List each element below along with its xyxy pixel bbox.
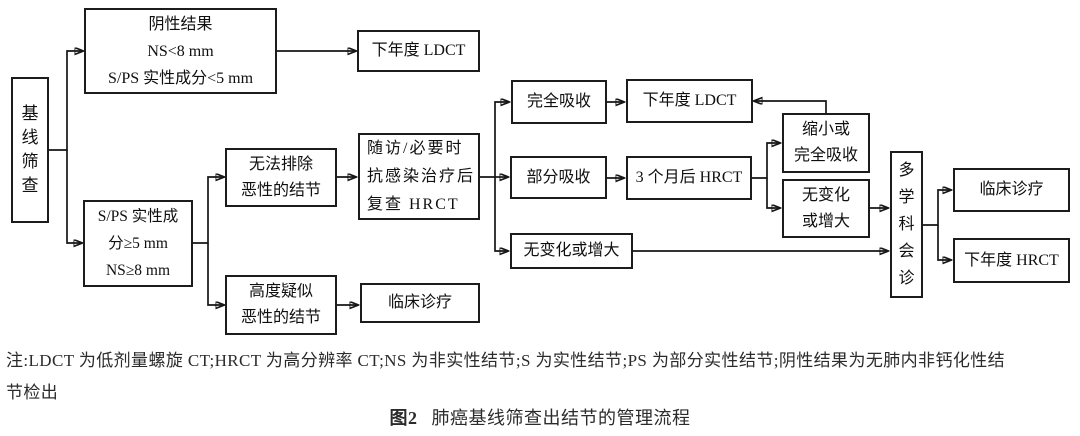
node-baseline-screening: 基线筛查 (11, 77, 49, 223)
edge-hrct3m-to-shrink (752, 143, 780, 179)
node-label: 下年度 HRCT (964, 251, 1059, 269)
node-line: NS<8 mm (147, 42, 214, 60)
figure-caption-label: 图2 (389, 408, 418, 428)
node-label: 完全吸收 (526, 93, 591, 110)
figure-caption-title: 肺癌基线筛查出结节的管理流程 (431, 408, 691, 428)
edge-baseline-to-negative (49, 51, 83, 151)
node-clinical-treatment-right: 临床诊疗 (953, 168, 1070, 212)
figure-note-line1: 注:LDCT 为低剂量螺旋 CT;HRCT 为高分辨率 CT;NS 为非实性结节… (6, 351, 1006, 370)
node-clinical-treatment-left: 临床诊疗 (360, 283, 480, 323)
node-negative-result: 阴性结果 NS<8 mm S/PS 实性成分<5 mm (84, 8, 277, 94)
node-no-change-or-increase-sub: 无变化 或增大 (782, 179, 870, 238)
node-hrct-3-months: 3 个月后 HRCT (626, 156, 752, 200)
node-no-change-or-increase-main: 无变化或增大 (510, 233, 633, 269)
node-sps-criteria: S/PS 实性成 分≥5 mm NS≥8 mm (83, 200, 193, 287)
node-line: 恶性的结节 (240, 309, 321, 326)
node-next-year-hrct: 下年度 HRCT (953, 238, 1070, 283)
node-line: 高度疑似 (248, 283, 313, 300)
node-highly-suspected-malignant: 高度疑似 恶性的结节 (225, 275, 337, 335)
edge-hrct3m-to-no-change-sub (766, 178, 780, 208)
node-line: S/PS 实性成 (97, 208, 179, 225)
edge-sps-to-cannot-exclude (193, 177, 224, 244)
node-line: 随访/必要时 (367, 139, 464, 157)
edge-mdt-to-clinical (923, 190, 951, 226)
node-next-year-ldct-mid: 下年度 LDCT (626, 79, 753, 123)
node-line: 恶性的结节 (240, 181, 321, 199)
edge-shrink-to-ldct-feedback (754, 101, 827, 113)
figure-caption: 图2 肺癌基线筛查出结节的管理流程 (0, 404, 1080, 430)
node-line: NS≥8 mm (105, 262, 171, 279)
node-label: 多学科会诊 (898, 162, 915, 287)
node-label: 部分吸收 (526, 168, 591, 186)
node-line: 抗感染治疗后 (367, 167, 476, 185)
node-label: 3 个月后 HRCT (635, 169, 743, 186)
node-label: 下年度 LDCT (371, 42, 466, 59)
edge-sps-to-highly-suspected (207, 243, 224, 305)
node-followup-hrct: 随访/必要时 抗感染治疗后 复查 HRCT (358, 133, 480, 220)
node-mdt-consultation: 多学科会诊 (890, 151, 923, 298)
node-label: 下年度 LDCT (642, 92, 737, 109)
node-label: 临床诊疗 (387, 294, 452, 311)
node-line: 复查 HRCT (367, 195, 460, 213)
node-label: 基线筛查 (21, 104, 39, 195)
edge-baseline-to-sps (66, 150, 82, 243)
node-complete-absorption: 完全吸收 (511, 80, 607, 124)
node-line: S/PS 实性成分<5 mm (107, 69, 254, 87)
node-label: 无变化或增大 (523, 242, 620, 259)
node-line: 缩小或 (801, 121, 850, 138)
node-line: 或增大 (801, 212, 850, 230)
node-line: 分≥5 mm (108, 235, 168, 252)
edge-mdt-to-next-year-hrct (937, 225, 951, 260)
node-next-year-ldct-top: 下年度 LDCT (357, 30, 480, 72)
node-line: 完全吸收 (793, 147, 858, 164)
edge-followup-to-complete-absorption (480, 102, 509, 178)
node-cannot-exclude-malignant: 无法排除 恶性的结节 (225, 148, 337, 207)
node-partial-absorption: 部分吸收 (510, 156, 607, 199)
edge-followup-to-no-change (494, 177, 508, 251)
node-line: 阴性结果 (148, 15, 213, 33)
node-line: 无法排除 (248, 155, 313, 173)
node-line: 无变化 (801, 186, 850, 204)
node-shrink-or-complete-absorption: 缩小或 完全吸收 (782, 113, 870, 173)
figure-note-line2: 节检出 (6, 383, 59, 402)
node-label: 临床诊疗 (979, 181, 1044, 198)
flow-connectors (49, 0, 1080, 340)
